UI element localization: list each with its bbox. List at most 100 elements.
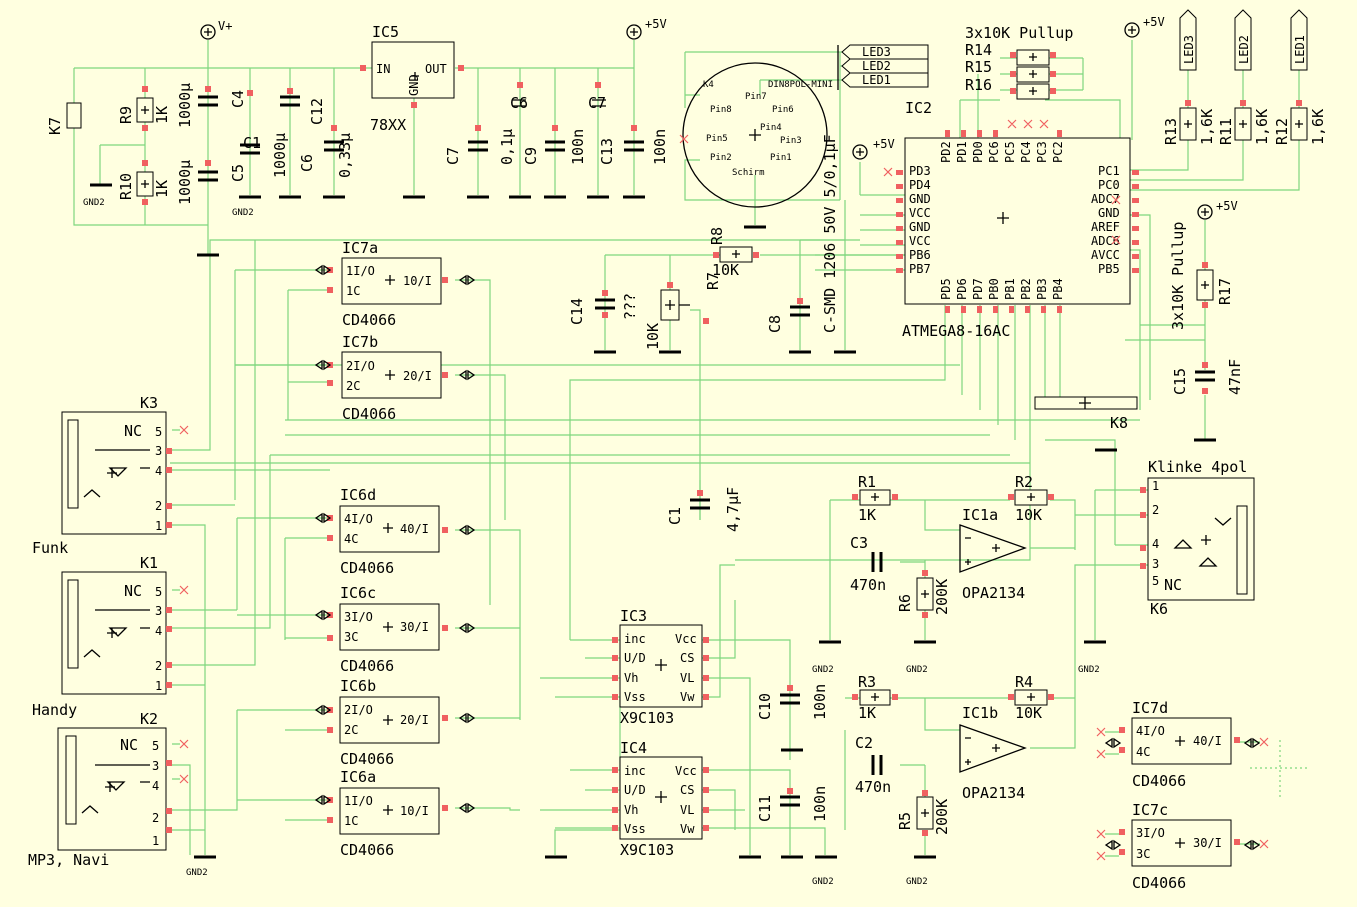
- ic6d-part: CD4066: [340, 559, 394, 577]
- din-part: DIN8POL-MINI: [768, 80, 833, 90]
- mcu-pb0: PB0: [987, 278, 1001, 300]
- din-pin8: Pin8: [710, 105, 732, 115]
- k8-ref: K8: [1110, 414, 1128, 432]
- ic5-out: OUT: [425, 62, 447, 76]
- r16-ref: R16: [965, 76, 992, 94]
- mcu-pc0: PC0: [1098, 178, 1120, 192]
- op1-name: IC1a: [962, 506, 998, 524]
- ic4-vh: Vh: [624, 803, 638, 817]
- led3-label: LED3: [862, 45, 891, 59]
- jack-k1: K1 NC 5 3 4 2 1 Handy: [32, 554, 167, 719]
- ic3-name: IC3: [620, 607, 647, 625]
- din-pin2: Pin2: [710, 153, 732, 163]
- led2-label: LED2: [862, 59, 891, 73]
- k3-p2: 2: [155, 499, 162, 513]
- mcu-pd0: PD0: [971, 141, 985, 163]
- c7b-ref: C7: [588, 94, 606, 112]
- din-pin7: Pin7: [745, 92, 767, 102]
- ic7c-ctrl: 3C: [1136, 847, 1150, 861]
- r1-ref: R1: [858, 473, 876, 491]
- mcu-gnd2: GND: [909, 220, 931, 234]
- k2-p5: 5: [152, 739, 159, 753]
- gnd2-1: GND2: [83, 198, 105, 208]
- digipot-ic4: IC4 X9C103 inc U/D Vh Vss Vcc CS VL Vw: [619, 739, 703, 859]
- c13-ref: C13: [598, 138, 616, 165]
- mcu-pc1: PC1: [1098, 164, 1120, 178]
- ic7d-name: IC7d: [1132, 699, 1168, 717]
- ic7b-part: CD4066: [342, 405, 396, 423]
- r11-ref: R11: [1217, 118, 1235, 145]
- k6-nc: NC: [1164, 576, 1182, 594]
- k2-ref: K2: [140, 710, 158, 728]
- ic7c-part: CD4066: [1132, 874, 1186, 892]
- led2-flag-v: LED2: [1237, 35, 1251, 64]
- ic7a-io: 1I/O: [346, 264, 375, 278]
- switch-ic7b: IC7b CD4066 2I/O 2C 20/I: [341, 333, 442, 423]
- ic6d-oi: 40/I: [400, 522, 429, 536]
- c9-val: 100n: [569, 129, 587, 165]
- k1-caption: Handy: [32, 701, 77, 719]
- mcu-pb7: PB7: [909, 262, 931, 276]
- din-ref: K4: [703, 80, 714, 90]
- c7-val: 0,1µ: [498, 129, 516, 165]
- gnd2-8: GND2: [186, 868, 208, 878]
- mcu-vcc2: VCC: [909, 234, 931, 248]
- k1-p4: 4: [155, 624, 162, 638]
- ic3-part: X9C103: [620, 709, 674, 727]
- r6-ref: R6: [896, 594, 914, 612]
- k6-p2: 2: [1152, 503, 1159, 517]
- ic7c-oi: 30/I: [1193, 836, 1222, 850]
- ic6c-io: 3I/O: [344, 610, 373, 624]
- r2-val: 10K: [1015, 506, 1042, 524]
- mcu-pc6: PC6: [987, 141, 1001, 163]
- c3-val: 470n: [850, 576, 886, 594]
- c10-ref: C10: [756, 693, 774, 720]
- ic4-vl: VL: [680, 803, 694, 817]
- r4-ref: R4: [1015, 673, 1033, 691]
- r2-ref: R2: [1015, 473, 1033, 491]
- r14-ref: R14: [965, 41, 992, 59]
- k2-p1: 1: [152, 834, 159, 848]
- r8-ref: R8: [708, 227, 726, 245]
- r9-val: 1K: [153, 106, 171, 124]
- ic4-vss: Vss: [624, 822, 646, 836]
- r4-val: 10K: [1015, 704, 1042, 722]
- ic4-name: IC4: [620, 739, 647, 757]
- k2-p2: 2: [152, 811, 159, 825]
- ic6b-part: CD4066: [340, 750, 394, 768]
- mcu-name: IC2: [905, 99, 932, 117]
- ic6d-name: IC6d: [340, 486, 376, 504]
- r17-ref: R17: [1216, 278, 1234, 305]
- r12-val: 1,6K: [1309, 109, 1327, 145]
- k1-p1: 1: [155, 679, 162, 693]
- p5v-label-1: +5V: [645, 17, 667, 31]
- mcu-pd1: PD1: [955, 141, 969, 163]
- gnd2-3: GND2: [812, 665, 834, 675]
- c7-ref: C7: [444, 147, 462, 165]
- ic7b-oi: 20/I: [403, 369, 432, 383]
- analog-section: R8 R7 10K C14 ??? 10K C1 4,7µF: [568, 227, 753, 532]
- mcu-pd7: PD7: [971, 278, 985, 300]
- r10-val: 1K: [153, 180, 171, 198]
- ic7c-name: IC7c: [1132, 801, 1168, 819]
- ic5-name: IC5: [372, 23, 399, 41]
- k2-caption: MP3, Navi: [28, 851, 109, 869]
- ic5-part: 78XX: [370, 116, 406, 134]
- k3-nc: NC: [124, 422, 142, 440]
- k6-p1: 1: [1152, 479, 1159, 493]
- c9-ref: C9: [522, 147, 540, 165]
- k1-p3: 3: [155, 604, 162, 618]
- mcu-pb4: PB4: [1051, 278, 1065, 300]
- ic7b-ctrl: 2C: [346, 379, 360, 393]
- jack-k3: K3 NC 5 3 4 2 1 Funk: [32, 394, 167, 557]
- ic7a-name: IC7a: [342, 239, 378, 257]
- led3-flag-v: LED3: [1182, 35, 1196, 64]
- ic6a-io: 1I/O: [344, 794, 373, 808]
- pads: [142, 52, 1302, 855]
- c1-ref: C1: [243, 134, 261, 152]
- mcu-pb1: PB1: [1003, 278, 1017, 300]
- gnd2-5: GND2: [1078, 665, 1100, 675]
- c13-val: 100n: [651, 129, 669, 165]
- ic6c-part: CD4066: [340, 657, 394, 675]
- k2-p4: 4: [152, 779, 159, 793]
